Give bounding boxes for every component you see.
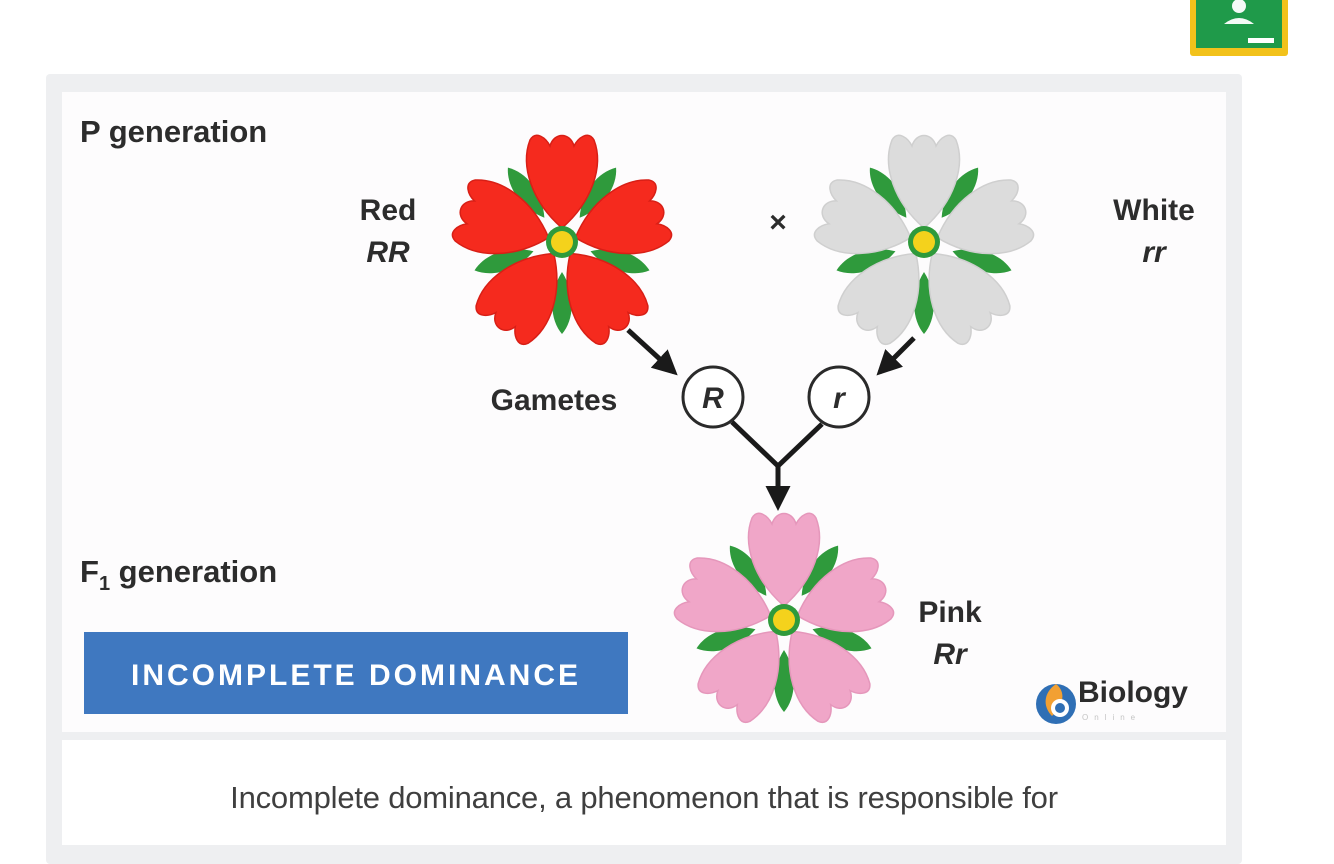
- red-genotype: RR: [366, 236, 410, 269]
- p-generation-label: P generation: [80, 114, 267, 149]
- white-genotype: rr: [1142, 236, 1168, 269]
- logo-subtext: Online: [1082, 713, 1141, 722]
- gamete-r-label: r: [833, 382, 847, 415]
- pink-label: Pink: [918, 596, 982, 629]
- google-classroom-icon[interactable]: [1188, 0, 1290, 58]
- incomplete-dominance-figure: P generation Red RR × White rr Gametes: [62, 92, 1226, 732]
- pink-genotype: Rr: [933, 638, 969, 671]
- logo-text: Biology: [1078, 676, 1188, 709]
- red-label: Red: [360, 194, 417, 227]
- caption-text: Incomplete dominance, a phenomenon that …: [230, 780, 1058, 815]
- caption-area: Incomplete dominance, a phenomenon that …: [62, 740, 1226, 845]
- red-flower: [448, 134, 676, 350]
- arrow-r-merge: [776, 422, 824, 468]
- white-label: White: [1113, 194, 1195, 227]
- pink-flower: [670, 512, 898, 728]
- incomplete-dominance-banner: INCOMPLETE DOMINANCE: [84, 632, 628, 714]
- f1-generation-label: F1 generation: [80, 554, 277, 595]
- gametes-label: Gametes: [491, 384, 618, 417]
- biology-online-logo: Biology Online: [1036, 676, 1188, 724]
- gamete-R-label: R: [702, 382, 724, 415]
- cross-symbol: ×: [769, 206, 787, 239]
- white-flower: [810, 134, 1038, 350]
- arrow-red-to-gamete: [626, 328, 678, 376]
- gamete-r: r: [807, 365, 871, 429]
- arrow-white-to-gamete: [876, 336, 916, 376]
- gamete-R: R: [681, 365, 745, 429]
- arrow-R-merge: [730, 420, 780, 468]
- banner-text: INCOMPLETE DOMINANCE: [131, 659, 581, 692]
